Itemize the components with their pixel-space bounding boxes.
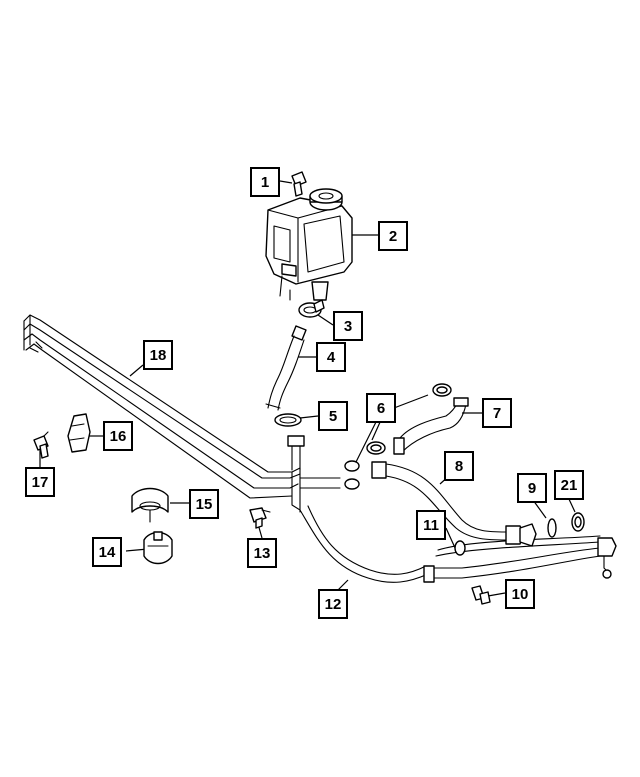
- o-ring-5: [274, 413, 302, 427]
- callout-3: 3: [333, 311, 363, 341]
- callout-6: 6: [366, 393, 396, 423]
- hose-clamps: [344, 383, 469, 490]
- callout-7: 7: [482, 398, 512, 428]
- callout-18: 18: [143, 340, 173, 370]
- bolt-13: [249, 507, 271, 529]
- callout-15: 15: [189, 489, 219, 519]
- pressure-hose: [299, 505, 617, 583]
- callout-21: 21: [554, 470, 584, 500]
- callout-10: 10: [505, 579, 535, 609]
- callout-12: 12: [318, 589, 348, 619]
- callout-1: 1: [250, 167, 280, 197]
- callout-8: 8: [444, 451, 474, 481]
- supply-hose: [265, 325, 307, 411]
- bolt-17: [33, 431, 49, 459]
- callout-5: 5: [318, 401, 348, 431]
- bracket-16: [67, 413, 91, 453]
- clip-14: [143, 531, 173, 565]
- callout-9: 9: [517, 473, 547, 503]
- callout-4: 4: [316, 342, 346, 372]
- bolt-1: [291, 171, 307, 197]
- callout-14: 14: [92, 537, 122, 567]
- callout-11: 11: [416, 510, 446, 540]
- clip-15: [131, 487, 169, 523]
- bolt-10: [471, 585, 491, 605]
- callout-13: 13: [247, 538, 277, 568]
- callout-2: 2: [378, 221, 408, 251]
- reservoir: [265, 188, 353, 301]
- callout-17: 17: [25, 467, 55, 497]
- callout-16: 16: [103, 421, 133, 451]
- cooler-tube-assembly: [23, 314, 341, 513]
- clamp-3: [298, 299, 325, 318]
- return-hose-assembly: [371, 461, 585, 556]
